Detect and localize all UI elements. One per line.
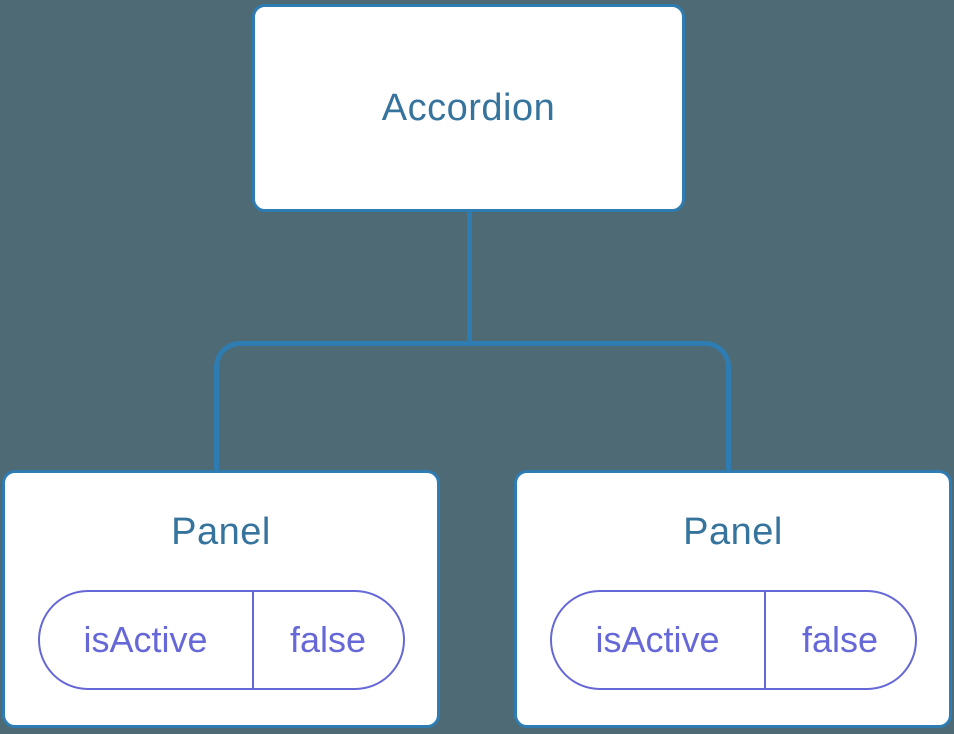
state-value-cell: false <box>289 619 367 660</box>
accordion-node-label: Accordion <box>381 86 556 129</box>
state-key-cell: isActive <box>40 592 254 688</box>
accordion-node: Accordion <box>252 4 685 212</box>
panel-node-label: Panel <box>683 511 783 553</box>
panel-node-right: Panel isActive false <box>514 470 952 728</box>
connector-trunk-line <box>467 210 472 343</box>
state-pill: isActive false <box>37 590 405 690</box>
panel-node-left: Panel isActive false <box>2 470 440 728</box>
panel-node-label: Panel <box>171 511 271 553</box>
state-value-cell: false <box>801 619 879 660</box>
state-key-cell: isActive <box>552 592 766 688</box>
connector-branch-bracket <box>214 341 731 470</box>
state-pill: isActive false <box>549 590 917 690</box>
